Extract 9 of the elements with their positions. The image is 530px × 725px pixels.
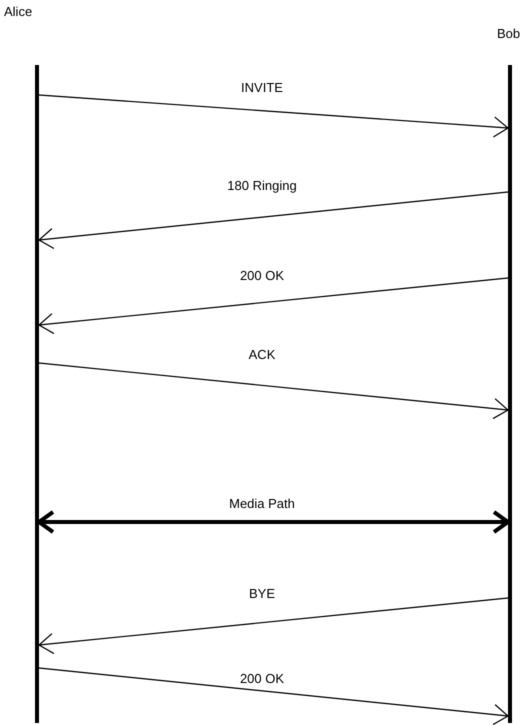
arrow [38,667,509,725]
participant-name: Bob [497,25,520,43]
arrow [38,597,508,654]
arrow [38,277,508,334]
participant-name: Alice [4,3,32,21]
arrow [38,94,509,138]
double-arrow [37,510,510,534]
arrow [38,362,509,420]
arrow [38,191,508,250]
